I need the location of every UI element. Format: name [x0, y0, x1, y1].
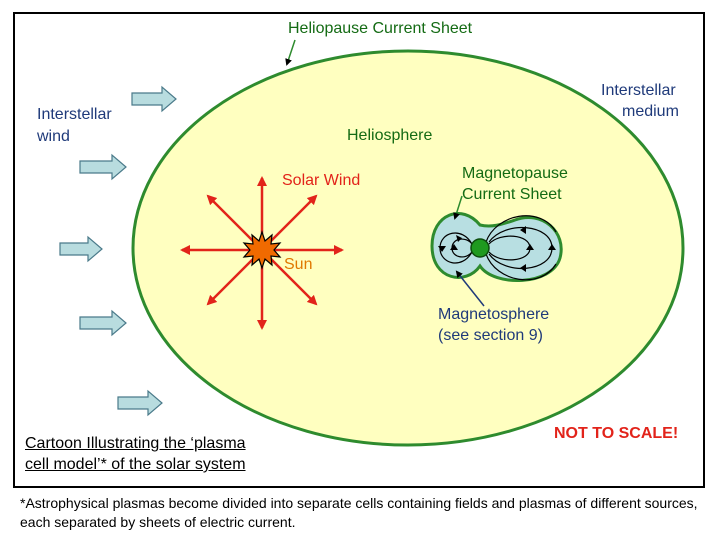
magnetosphere-label-line1: Magnetosphere	[438, 306, 550, 323]
solar-wind-label: Solar Wind	[282, 172, 361, 189]
footnote: *Astrophysical plasmas become divided in…	[20, 495, 698, 530]
magnetopause-pointer	[453, 195, 463, 220]
diagram-caption: Cartoon Illustrating the ‘plasma cell mo…	[25, 433, 246, 475]
interstellar-wind-label-line1: Interstellar	[37, 106, 112, 123]
magnetosphere-shape	[430, 212, 563, 283]
interstellar-wind-arrows	[59, 85, 177, 417]
heliosphere-label: Heliosphere	[347, 127, 433, 144]
earth-dot-icon	[470, 238, 490, 258]
magnetosphere-label-line2: (see section 9)	[438, 327, 543, 344]
field-line-arrowheads	[438, 226, 556, 272]
sun-label: Sun	[284, 256, 313, 273]
magnetosphere-pointer	[455, 270, 485, 307]
heliopause-label: Heliopause Current Sheet	[288, 20, 473, 37]
heliopause-pointer	[285, 39, 296, 66]
not-to-scale-label: NOT TO SCALE!	[554, 425, 679, 442]
caption-line2: cell model’* of the solar system	[25, 456, 246, 473]
interstellar-wind-label-line2: wind	[37, 128, 70, 145]
arrow-right-icon	[59, 235, 103, 263]
diagram-frame	[13, 12, 705, 488]
heliosphere-ellipse	[131, 49, 685, 447]
arrow-right-icon	[79, 309, 127, 337]
caption-line1: Cartoon Illustrating the ‘plasma	[25, 435, 246, 452]
arrow-right-icon	[131, 85, 177, 113]
magnetopause-label-line1: Magnetopause	[462, 165, 568, 182]
arrow-right-icon	[79, 153, 127, 181]
sun-starburst-icon	[242, 230, 282, 270]
interstellar-medium-label-line1: Interstellar	[601, 82, 676, 99]
arrow-right-icon	[117, 389, 163, 417]
interstellar-medium-label-line2: medium	[622, 103, 679, 120]
magnetopause-label-line2: Current Sheet	[462, 186, 562, 203]
